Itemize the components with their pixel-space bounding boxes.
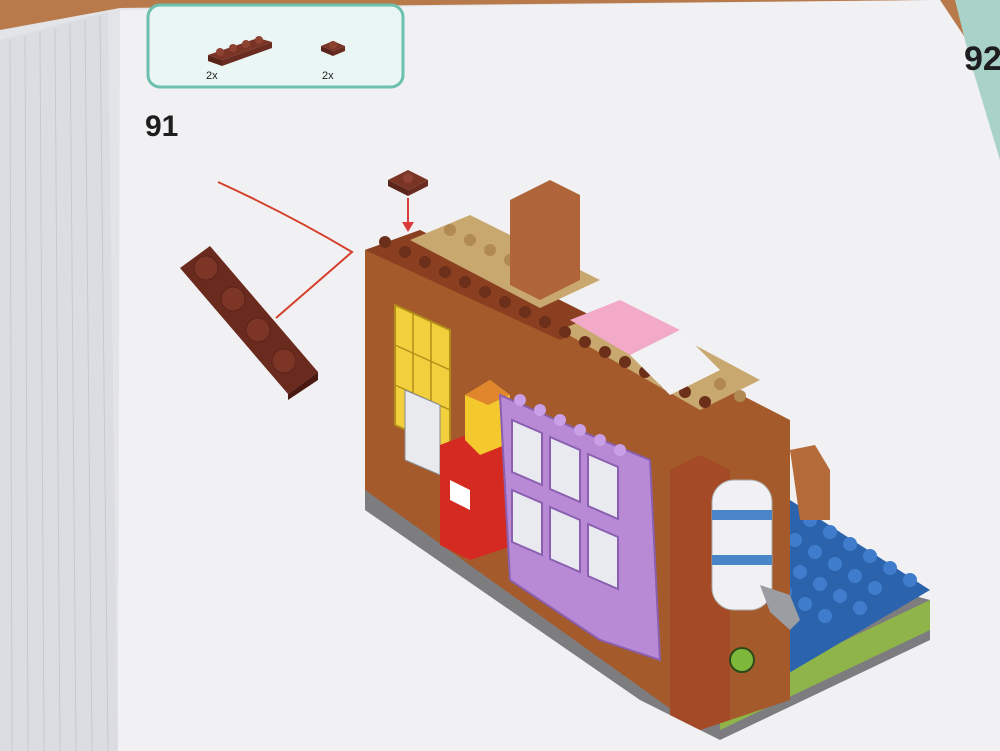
page-edge-lines [9, 15, 109, 751]
page-edges-left [0, 12, 118, 751]
part-quantity-1x4: 2x [206, 70, 218, 82]
physical-plate-1x4 [180, 246, 318, 400]
floating-plate-1x1 [388, 170, 428, 196]
callout-plate-1x1 [321, 41, 345, 56]
next-step-number: 92 [964, 40, 1000, 78]
parts-callout-box [146, 3, 405, 89]
red-pen-mark [217, 181, 354, 319]
next-page-corner [955, 0, 1000, 160]
water-tank [711, 479, 800, 630]
model-building [365, 180, 830, 730]
part-quantity-1x1: 2x [322, 70, 334, 82]
placement-arrow [402, 198, 414, 232]
callout-plate-1x4 [208, 36, 272, 66]
step-number: 91 [145, 110, 179, 143]
